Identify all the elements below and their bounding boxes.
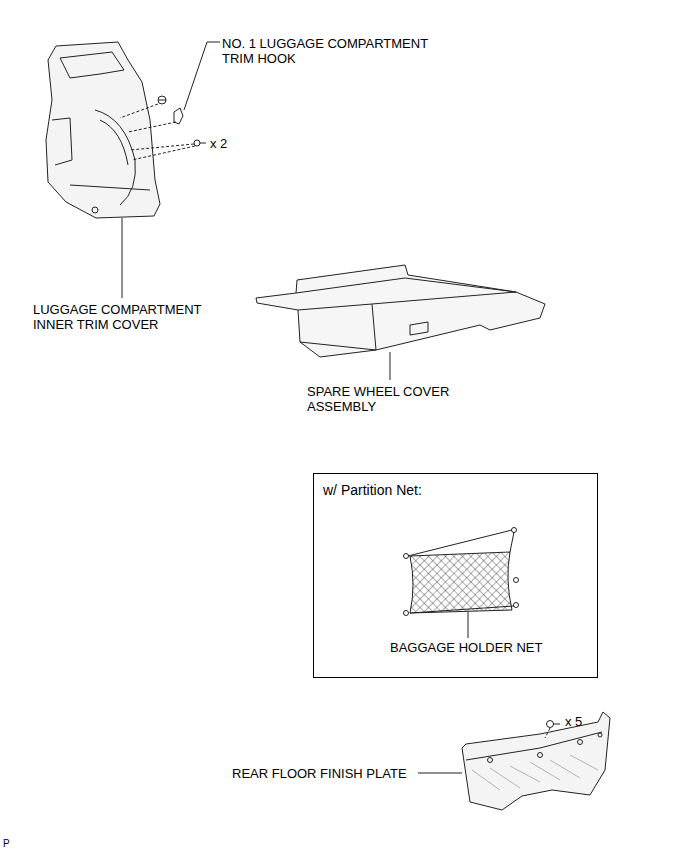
part-label: SPARE WHEEL COVER ASSEMBLY xyxy=(307,384,477,414)
condition-heading: w/ Partition Net: xyxy=(323,482,422,498)
part-label: LUGGAGE COMPARTMENT INNER TRIM COVER xyxy=(33,302,238,332)
page-mark: P xyxy=(3,838,10,850)
part-label: REAR FLOOR FINISH PLATE xyxy=(232,766,407,781)
part-label: BAGGAGE HOLDER NET xyxy=(390,640,542,655)
quantity-label: x 5 xyxy=(565,714,582,729)
part-label: NO. 1 LUGGAGE COMPARTMENT TRIM HOOK xyxy=(222,36,450,66)
condition-box: w/ Partition Net: BAGGAGE HOLDER NET xyxy=(313,473,598,678)
quantity-label: x 2 xyxy=(210,136,227,151)
